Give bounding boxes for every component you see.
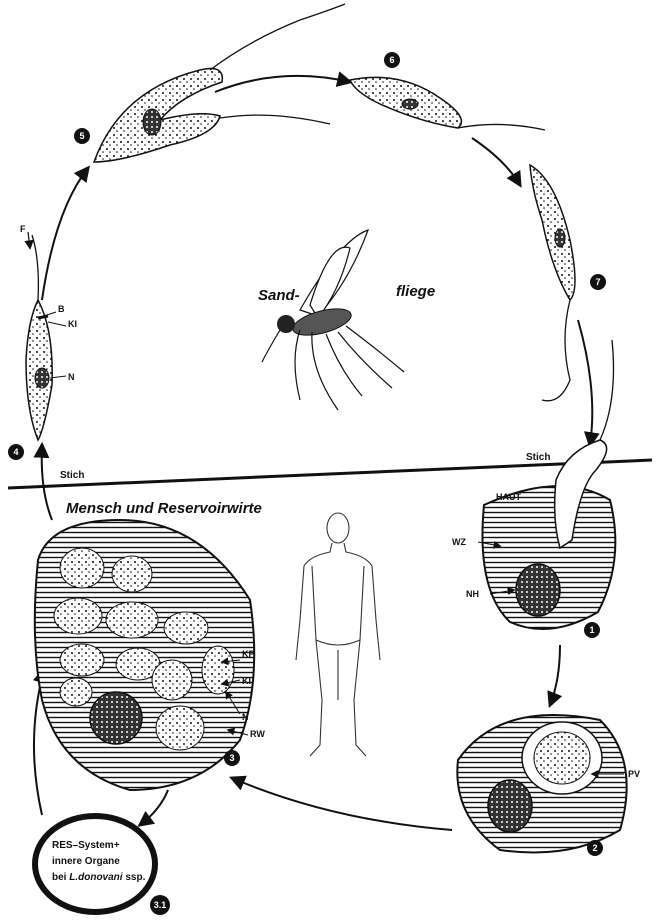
label-pv: PV: [628, 769, 640, 779]
svg-text:3.1: 3.1: [154, 900, 167, 910]
label-ki-top: KI: [68, 319, 77, 329]
promastigote-stage-6: [350, 77, 545, 130]
label-b: B: [58, 304, 65, 314]
arrow-1-to-2: [550, 645, 560, 705]
f-pointer: [28, 232, 30, 248]
sandfly-label-1: Sand-: [258, 287, 300, 304]
macrophage-stage-2: [457, 715, 626, 853]
arrow-3-to-31: [140, 790, 168, 825]
label-ki-cell: KI: [242, 676, 251, 686]
res-line-1: RES–System+: [52, 840, 120, 851]
label-haut: HAUT: [496, 492, 521, 502]
label-rw: RW: [250, 729, 265, 739]
label-nh: NH: [466, 589, 479, 599]
promastigote-stage-5: [94, 4, 345, 162]
badge-stage-4: 4: [8, 444, 24, 460]
organ-stage-3: [35, 520, 254, 790]
label-n-cell: N: [242, 712, 249, 722]
svg-text:1: 1: [589, 625, 594, 635]
svg-text:4: 4: [13, 447, 18, 457]
res-line-2: innere Organe: [52, 856, 120, 867]
b-pointer: [44, 312, 56, 316]
label-wz: WZ: [452, 537, 466, 547]
res-line-3-species: L.donovani: [69, 872, 123, 883]
res-line-3-suffix: ssp.: [123, 872, 146, 883]
label-f: F: [20, 224, 26, 234]
svg-text:6: 6: [389, 55, 394, 65]
badge-stage-7: 7: [590, 274, 606, 290]
host-section-label: Mensch und Reservoirwirte: [66, 500, 262, 517]
svg-text:2: 2: [592, 843, 597, 853]
sandfly-label-2: fliege: [396, 283, 435, 300]
arrow-6-to-7: [472, 138, 520, 185]
promastigote-stage-7: [530, 165, 575, 401]
badge-stage-2: 2: [587, 840, 603, 856]
stich-left-label: Stich: [60, 470, 84, 481]
svg-text:5: 5: [79, 131, 84, 141]
svg-text:7: 7: [595, 277, 600, 287]
arrow-4-to-5: [42, 168, 88, 300]
badge-stage-31: 3.1: [150, 895, 170, 915]
badge-stage-3: 3: [224, 750, 240, 766]
res-line-3-prefix: bei: [52, 872, 69, 883]
skin-cell-stage-1: [482, 340, 615, 629]
arrow-lower-to-4: [42, 445, 52, 520]
svg-text:3: 3: [229, 753, 234, 763]
arrow-5-to-6: [215, 76, 350, 92]
human-figure-icon: [296, 513, 380, 756]
res-line-3: bei L.donovani ssp.: [52, 872, 146, 883]
badge-stage-1: 1: [584, 622, 600, 638]
arrow-2-to-3: [232, 778, 452, 830]
ki-pointer: [48, 322, 66, 326]
arrow-7-to-skin: [578, 320, 592, 445]
label-n-top: N: [68, 372, 75, 382]
badge-stage-6: 6: [384, 52, 400, 68]
stich-right-label: Stich: [526, 452, 550, 463]
label-kf: KF: [242, 649, 254, 659]
badge-stage-5: 5: [74, 128, 90, 144]
sandfly-icon: [262, 230, 404, 410]
